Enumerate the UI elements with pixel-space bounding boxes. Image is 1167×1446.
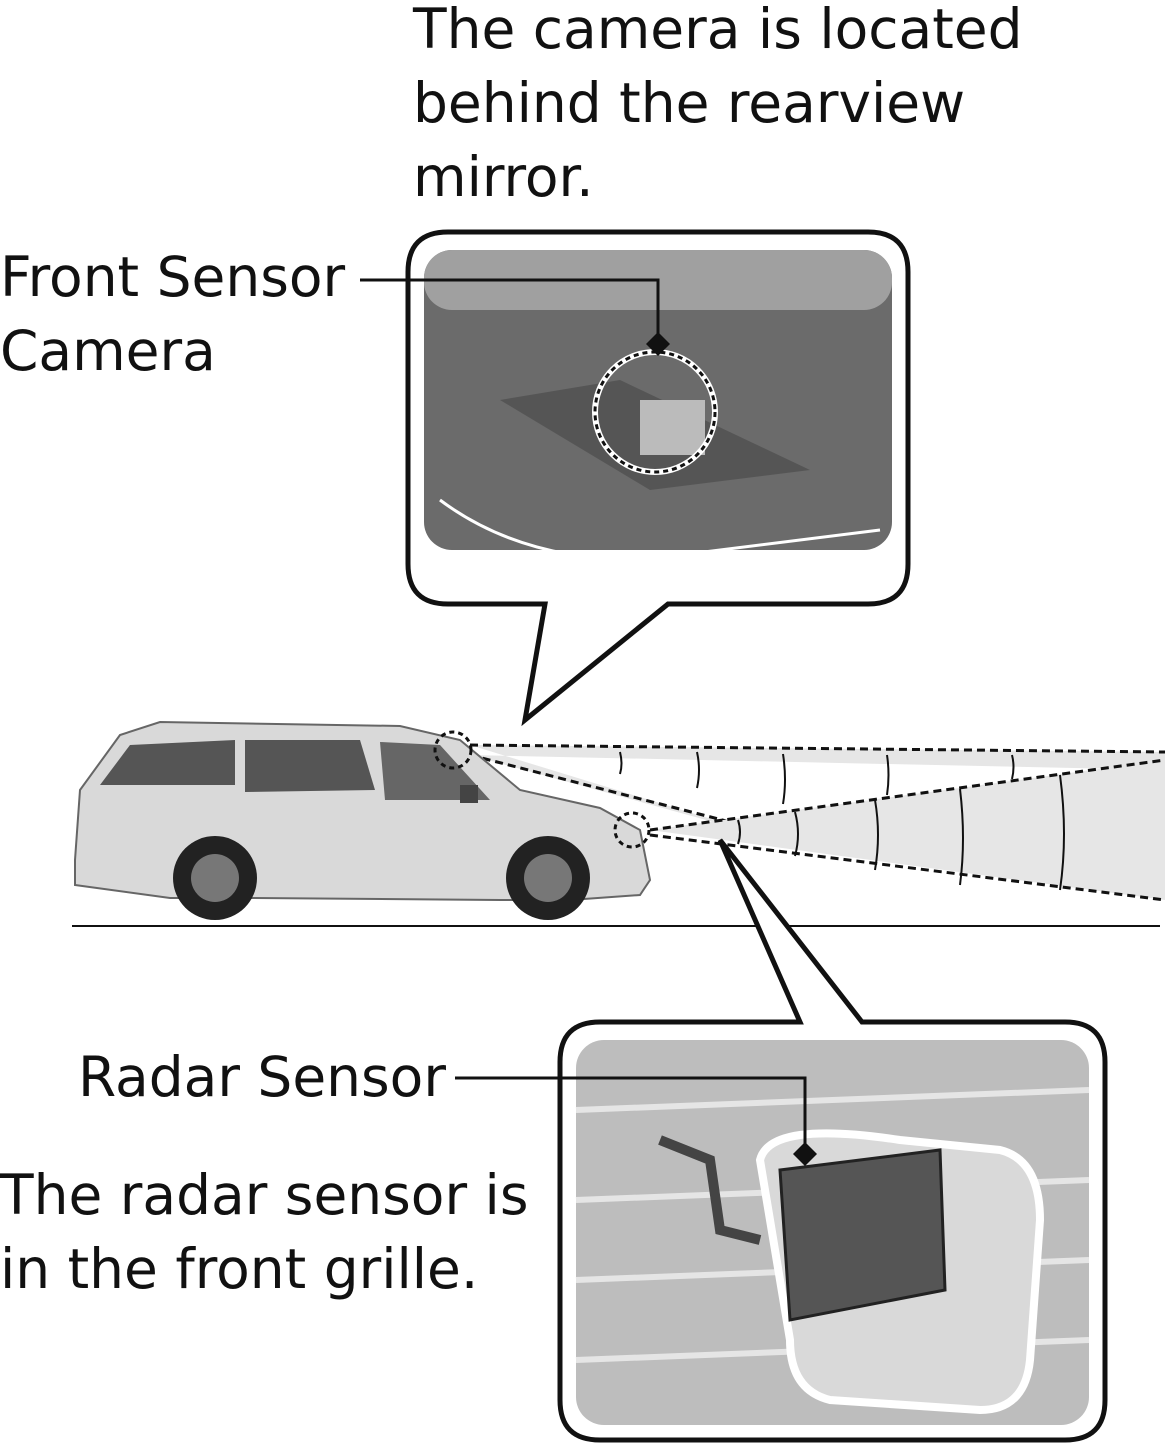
note-line: mirror. <box>413 145 594 209</box>
label-line: Front Sensor <box>0 245 346 309</box>
radar-location-marker <box>613 811 651 849</box>
note-line: in the front grille. <box>0 1237 479 1301</box>
note-line: The camera is located <box>413 0 1023 61</box>
note-line: The radar sensor is <box>0 1163 529 1227</box>
camera-callout <box>360 229 911 727</box>
radar-callout-diamond-icon <box>793 1142 817 1166</box>
camera-location-note: The camera is located behind the rearvie… <box>413 0 1023 214</box>
camera-location-marker <box>433 730 473 770</box>
label-line: Radar Sensor <box>78 1045 446 1109</box>
radar-callout <box>455 838 1108 1443</box>
camera-detection-beam <box>469 743 1166 843</box>
camera-callout-diamond-icon <box>646 332 670 356</box>
note-line: behind the rearview <box>413 71 966 135</box>
front-sensor-camera-label: Front Sensor Camera <box>0 240 345 388</box>
label-line: Camera <box>0 319 216 383</box>
radar-detection-beam <box>619 751 1166 902</box>
minivan-illustration <box>74 720 652 920</box>
radar-sensor-label: Radar Sensor <box>78 1040 446 1114</box>
radar-location-note: The radar sensor is in the front grille. <box>0 1158 529 1306</box>
